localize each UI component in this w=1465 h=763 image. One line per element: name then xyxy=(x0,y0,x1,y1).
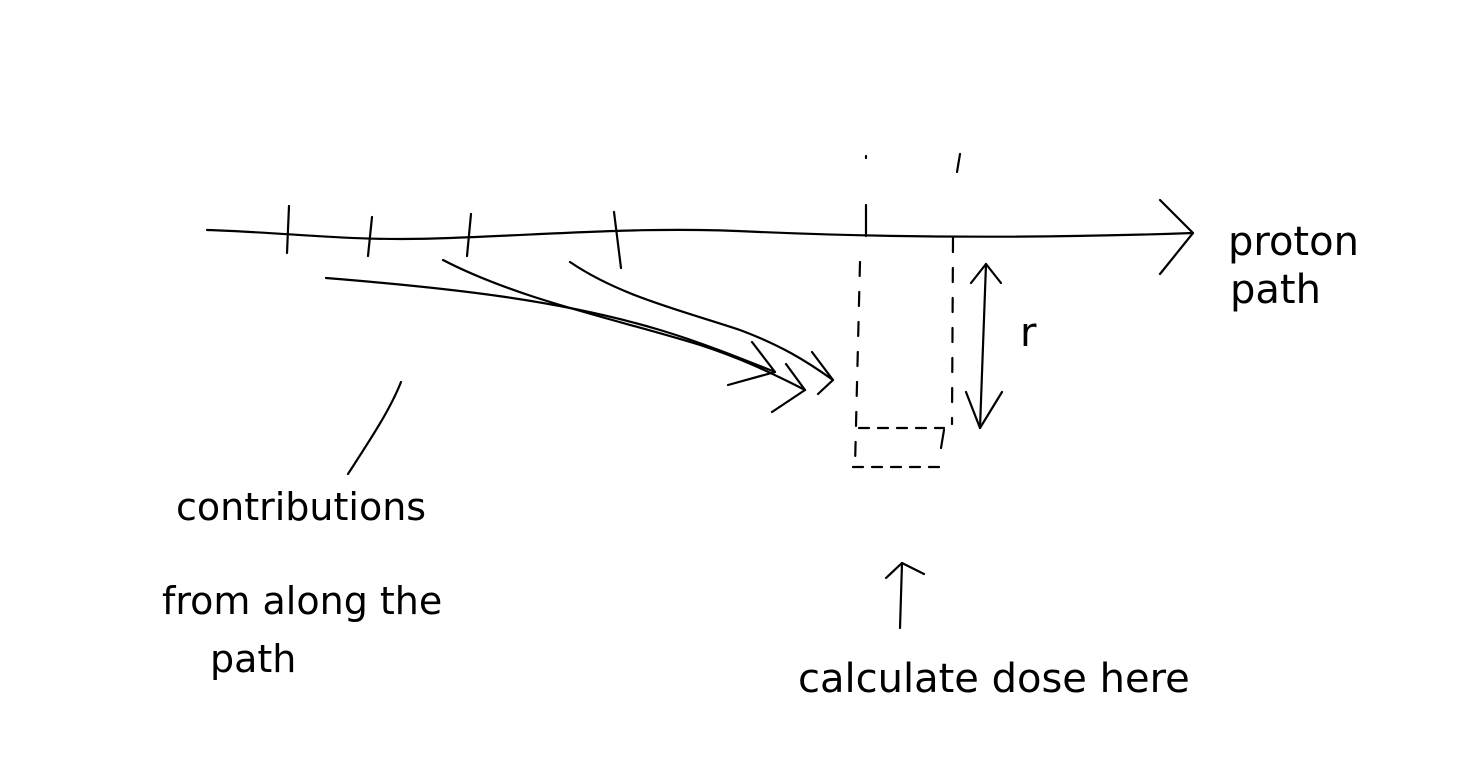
calculate-dose-arrow-head xyxy=(884,561,926,580)
contribution-arrow-head xyxy=(770,362,807,414)
contributions-label-line1: contributions xyxy=(176,485,426,529)
contribution-arrow-head xyxy=(726,340,777,387)
proton-path-label-line2: path xyxy=(1230,267,1321,313)
proton-path-line xyxy=(205,228,1195,241)
dose-region-boundaries xyxy=(851,152,962,469)
contribution-arrow-shaft xyxy=(324,276,777,374)
radius-arrow-top-head xyxy=(969,262,1003,285)
dose-region-left-dashed xyxy=(853,260,862,468)
proton-path-arrowhead xyxy=(1158,198,1195,276)
proton-path-axis xyxy=(205,198,1195,276)
calculate-dose-arrow-shaft xyxy=(898,561,904,630)
contribution-arrow-shaft xyxy=(568,260,835,382)
tick-mark xyxy=(285,204,291,255)
calculate-dose-arrow xyxy=(884,561,926,630)
contributions-label-line3: path xyxy=(210,637,296,681)
tick-mark xyxy=(612,210,623,270)
contribution-arrows xyxy=(324,258,835,414)
tick-mark xyxy=(366,215,374,258)
radius-arrow-bottom-head xyxy=(964,390,1004,430)
contribution-arrow-head xyxy=(810,350,835,396)
tick-mark xyxy=(465,212,473,258)
radius-label: r xyxy=(1020,310,1037,356)
contributions-pointer-line xyxy=(346,380,403,476)
contribution-arrow-shaft xyxy=(441,258,807,392)
dose-volume-right-edge xyxy=(939,428,946,450)
contributions-label-line2: from along the xyxy=(162,579,442,623)
dose-region-right-top-tick xyxy=(955,152,962,174)
radius-arrow-shaft xyxy=(978,262,988,430)
calculate-dose-label: calculate dose here xyxy=(798,656,1190,702)
proton-path-label-line1: proton xyxy=(1228,219,1359,265)
path-tick-marks xyxy=(285,204,623,270)
dose-region-right-dashed xyxy=(950,236,955,426)
radius-arrow xyxy=(964,262,1004,430)
